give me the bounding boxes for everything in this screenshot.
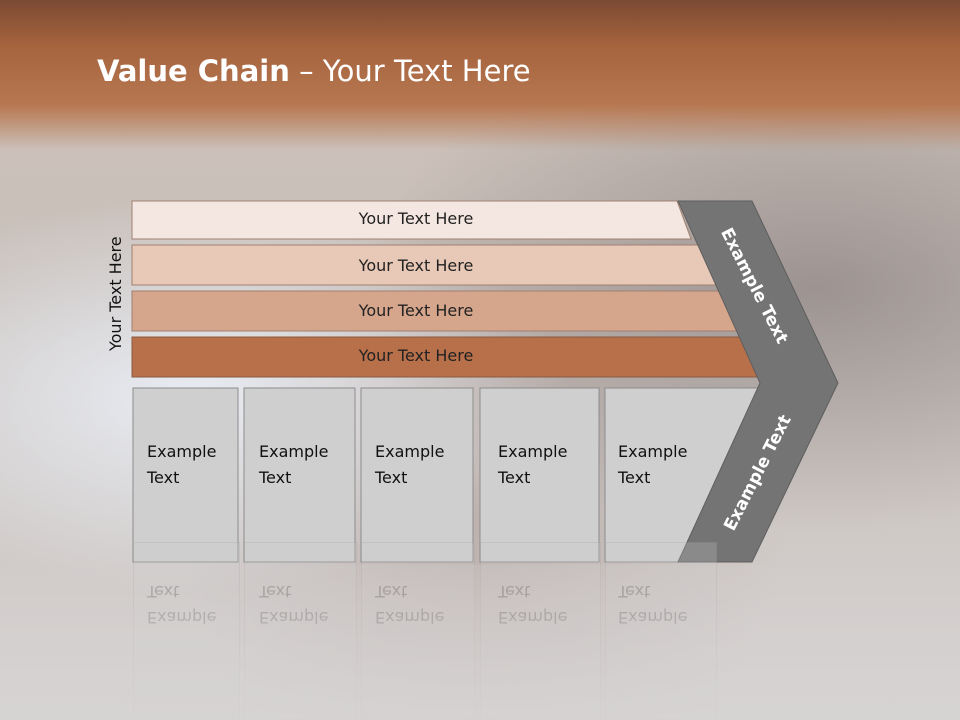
- box-2-line2: Text: [259, 468, 292, 487]
- box-5-line2: Text: [618, 468, 651, 487]
- box-5-text: Example Text: [618, 439, 687, 491]
- band-1-label: Your Text Here: [358, 209, 474, 228]
- box-4-line2: Text: [498, 468, 531, 487]
- box-2[interactable]: [243, 387, 356, 563]
- band-2-label: Your Text Here: [358, 256, 474, 275]
- box-3-line1: Example: [375, 442, 445, 461]
- header-bar: [0, 0, 960, 150]
- chevron-arrow[interactable]: [677, 200, 839, 563]
- box-2-line1: Example: [259, 442, 329, 461]
- box-2-text: Example Text: [259, 439, 328, 491]
- box-1-text: Example Text: [147, 439, 216, 491]
- box-4-text: Example Text: [498, 439, 567, 491]
- title-rest: – Your Text Here: [289, 54, 531, 88]
- box-1-line2: Text: [147, 468, 180, 487]
- box-3-text: Example Text: [375, 439, 444, 491]
- box-1-line1: Example: [147, 442, 217, 461]
- band-4-label: Your Text Here: [358, 346, 474, 365]
- title-bold: Value Chain: [97, 54, 290, 88]
- box-3[interactable]: [360, 387, 474, 563]
- box-5-line1: Example: [618, 442, 688, 461]
- box-1[interactable]: [132, 387, 239, 563]
- reflection-fade: [0, 565, 960, 720]
- band-3-label: Your Text Here: [358, 301, 474, 320]
- box-4[interactable]: [479, 387, 600, 563]
- slide-title: Value Chain – Your Text Here: [97, 54, 531, 88]
- box-4-line1: Example: [498, 442, 568, 461]
- band-1[interactable]: [131, 200, 692, 240]
- box-3-line2: Text: [375, 468, 408, 487]
